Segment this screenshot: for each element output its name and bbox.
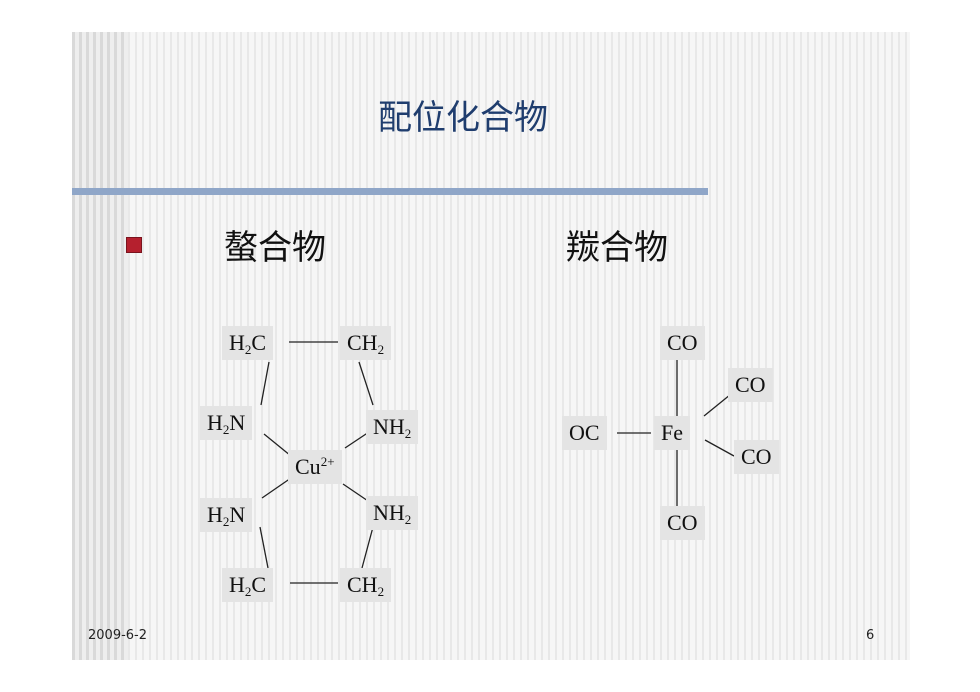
bond-lines bbox=[259, 341, 737, 584]
bond-n3-bottomleft bbox=[259, 526, 269, 569]
footer-date: 2009-6-2 bbox=[88, 628, 148, 643]
atom-center-copper: Cu2+ bbox=[288, 450, 342, 484]
atom-top-left: H2C bbox=[222, 326, 274, 360]
bullet-square-icon bbox=[126, 237, 142, 253]
bond-fe-lower-right bbox=[704, 439, 735, 457]
bond-topleft-down bbox=[260, 361, 270, 406]
bond-n1-cu bbox=[263, 433, 292, 457]
slide: 配位化合物 螯合物 羰合物 H2C CH2 H2N NH2 Cu2+ H2N N… bbox=[72, 32, 910, 660]
ligand-co-upper-right: CO bbox=[728, 368, 773, 402]
bond-cu-n3 bbox=[261, 477, 292, 499]
atom-mid-left-lower: H2N bbox=[200, 498, 253, 532]
atom-top-right: CH2 bbox=[340, 326, 392, 360]
ligand-oc-left: OC bbox=[562, 416, 607, 450]
heading-chelate: 螯合物 bbox=[224, 228, 326, 268]
atom-mid-right-lower: NH2 bbox=[366, 496, 419, 530]
atom-center-iron: Fe bbox=[654, 416, 690, 450]
title-divider bbox=[72, 188, 708, 195]
ligand-co-lower-right: CO bbox=[734, 440, 779, 474]
atom-mid-right-upper: NH2 bbox=[366, 410, 419, 444]
atom-bottom-left: H2C bbox=[222, 568, 274, 602]
atom-bottom-right: CH2 bbox=[340, 568, 392, 602]
footer-page-number: 6 bbox=[866, 628, 875, 643]
ligand-co-bottom: CO bbox=[660, 506, 705, 540]
heading-carbonyl: 羰合物 bbox=[566, 228, 668, 268]
bond-n4-bottomright bbox=[361, 526, 374, 569]
slide-title: 配位化合物 bbox=[378, 98, 548, 138]
bond-topright-down bbox=[358, 361, 374, 406]
left-decor-strip bbox=[72, 32, 128, 660]
atom-mid-left-upper: H2N bbox=[200, 406, 253, 440]
ligand-co-top: CO bbox=[660, 326, 705, 360]
